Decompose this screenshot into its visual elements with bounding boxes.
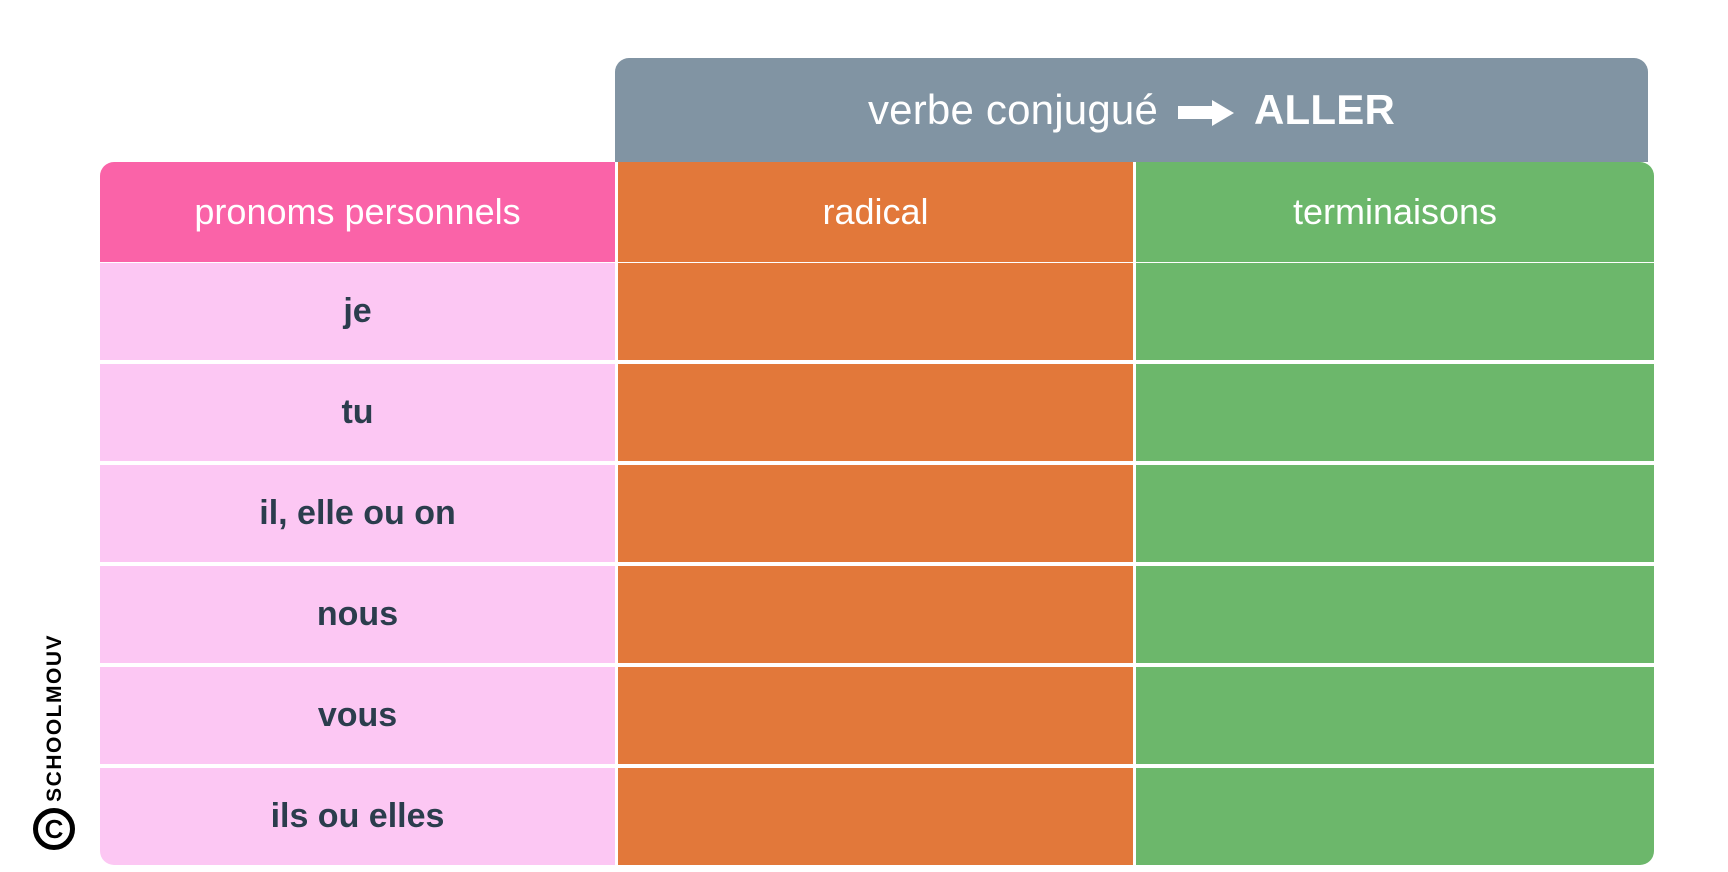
table-row-terminaison-cell[interactable] bbox=[1136, 263, 1654, 360]
table-row-terminaison-cell[interactable] bbox=[1136, 566, 1654, 663]
conjugation-table: verbe conjugué ALLER pronoms personnels … bbox=[100, 58, 1654, 865]
table-row-radical-cell[interactable] bbox=[618, 263, 1133, 360]
table-row-terminaison-cell[interactable] bbox=[1136, 667, 1654, 764]
column-header-terminaisons: terminaisons bbox=[1136, 162, 1654, 262]
table-row-radical-cell[interactable] bbox=[618, 364, 1133, 461]
schoolmouv-watermark: SCHOOLMOUV C bbox=[24, 600, 84, 850]
table-row-terminaison-cell[interactable] bbox=[1136, 768, 1654, 865]
table-row-radical-cell[interactable] bbox=[618, 566, 1133, 663]
table-row-pronoun-cell: tu bbox=[100, 364, 615, 461]
table-grid: pronoms personnels radical terminaisons … bbox=[100, 162, 1654, 865]
verb-banner-label: verbe conjugué bbox=[867, 86, 1158, 133]
table-row-terminaison-cell[interactable] bbox=[1136, 465, 1654, 562]
right-arrow-icon bbox=[1178, 100, 1234, 126]
table-row-radical-cell[interactable] bbox=[618, 768, 1133, 865]
table-row-pronoun-cell: ils ou elles bbox=[100, 768, 615, 865]
table-row-pronoun-cell: je bbox=[100, 263, 615, 360]
verb-banner-verb: ALLER bbox=[1254, 86, 1395, 133]
verb-banner: verbe conjugué ALLER bbox=[615, 58, 1648, 162]
column-header-pronoms-personnels: pronoms personnels bbox=[100, 162, 615, 262]
table-row-pronoun-cell: vous bbox=[100, 667, 615, 764]
table-row-terminaison-cell[interactable] bbox=[1136, 364, 1654, 461]
table-row-pronoun-cell: nous bbox=[100, 566, 615, 663]
column-header-radical: radical bbox=[618, 162, 1133, 262]
table-row-pronoun-cell: il, elle ou on bbox=[100, 465, 615, 562]
table-row-radical-cell[interactable] bbox=[618, 667, 1133, 764]
table-row-radical-cell[interactable] bbox=[618, 465, 1133, 562]
copyright-icon: C bbox=[33, 808, 75, 850]
watermark-brand-label: SCHOOLMOUV bbox=[42, 634, 66, 802]
